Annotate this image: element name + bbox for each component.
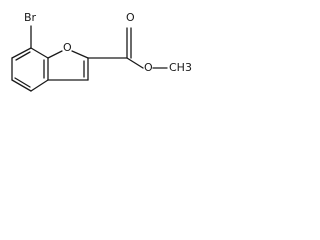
atom-label-ring-oxygen: O [63, 41, 72, 54]
bond-c7-c7a [30, 47, 49, 59]
bond-c7a-o1 [47, 50, 63, 59]
bond-o1-c2 [71, 50, 89, 59]
bond-c4-c5-inner [14, 77, 31, 88]
atom-label-bromine: Br [24, 11, 37, 24]
atom-label-methyl: CH3 [169, 61, 192, 74]
bond-c4-c5 [11, 79, 32, 92]
bond-c6-c7 [11, 47, 32, 59]
bond-carbonyl-c-ester-o [126, 57, 144, 69]
atom-label-carbonyl-oxygen: O [126, 11, 135, 24]
chemical-structure-diagram: Br O O O CH3 [11, 11, 192, 92]
atom-label-ester-oxygen: O [144, 61, 153, 74]
bond-c3a-c4 [30, 79, 49, 92]
bond-c6-c7-inner [15, 51, 31, 61]
